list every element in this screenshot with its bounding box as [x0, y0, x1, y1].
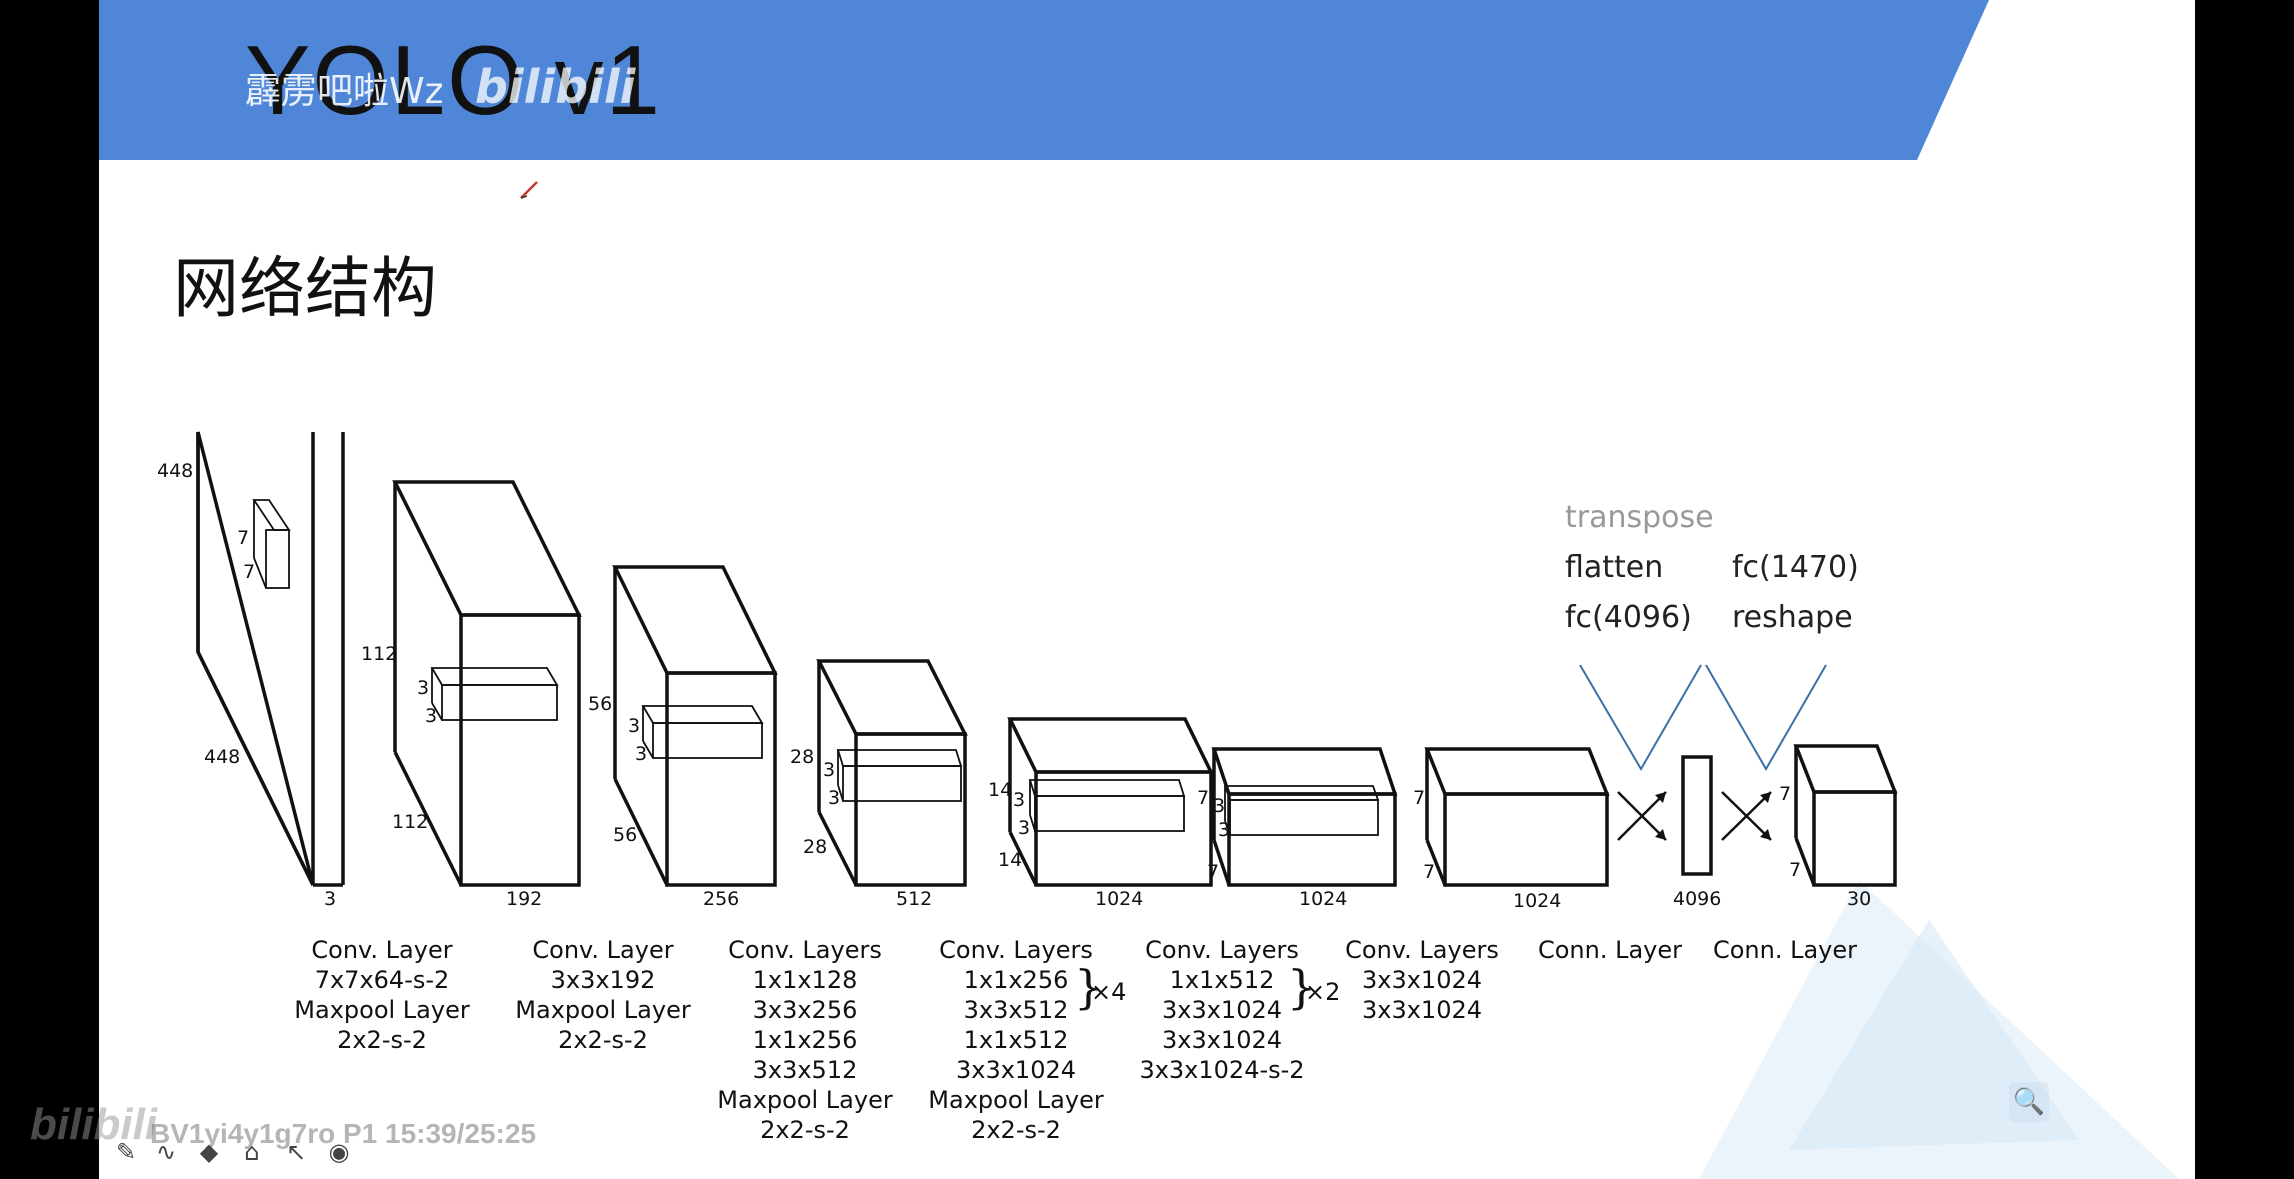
- kernel-3x3: [430, 667, 559, 721]
- volume-7-a: [1211, 747, 1398, 887]
- dim-label: 56: [588, 693, 612, 715]
- volume-56: [612, 565, 778, 887]
- dim-label: 14: [998, 849, 1022, 871]
- marker-icon[interactable]: ◆: [199, 1138, 219, 1166]
- dim-label: 3: [324, 888, 336, 910]
- caption-conn-1: Conn. Layer: [1537, 936, 1683, 964]
- dim-label: 448: [204, 746, 240, 768]
- dim-label: 3: [823, 759, 835, 781]
- kernel-3x3: [1028, 779, 1186, 832]
- slide-title: YOLO v1: [245, 25, 663, 135]
- volume-112: [392, 480, 582, 887]
- dimension-labels: 448 448 3 7 7 112 112 192 3 3 56 56 256 …: [157, 460, 1871, 912]
- kernel-3x3: [1223, 785, 1380, 836]
- slide: YOLO v1 霹雳吧啦Wz bilibili 网络结构: [99, 0, 2195, 1179]
- repeat-count: ×2: [1305, 978, 1341, 1006]
- dim-label: 28: [790, 746, 814, 768]
- fc1470-label: fc(1470): [1732, 550, 1859, 585]
- dim-label: 14: [988, 779, 1012, 801]
- fc-arrows-2: [1721, 791, 1772, 841]
- dim-label: 1024: [1095, 888, 1143, 910]
- input-volume: [196, 431, 345, 887]
- title-banner: [99, 0, 1989, 160]
- output-volume: [1793, 744, 1898, 887]
- dim-label: 7: [1413, 787, 1425, 809]
- watermark-name: 霹雳吧啦Wz: [245, 71, 444, 112]
- annotation-pointers: [1579, 664, 1827, 772]
- volume-14: [1007, 717, 1214, 887]
- record-icon[interactable]: ◉: [328, 1138, 350, 1166]
- dim-label: 4096: [1673, 888, 1721, 910]
- fc4096-label: fc(4096): [1565, 600, 1692, 635]
- pointer-icon[interactable]: ↖: [285, 1138, 307, 1166]
- dim-label: 7: [1207, 861, 1219, 883]
- dim-label: 3: [1213, 795, 1225, 817]
- dim-label: 3: [828, 787, 840, 809]
- dim-label: 56: [613, 824, 637, 846]
- dim-label: 7: [1423, 861, 1435, 883]
- dim-label: 112: [361, 643, 397, 665]
- dim-label: 30: [1847, 888, 1871, 910]
- pen-cursor-icon: [520, 181, 538, 199]
- kernel-7x7: [252, 499, 291, 589]
- kernel-3x3: [836, 749, 963, 802]
- dim-label: 3: [417, 677, 429, 699]
- repeat-count: ×4: [1091, 978, 1127, 1006]
- dim-label: 7: [1789, 859, 1801, 881]
- network-diagram: 448 448 3 7 7 112 112 192 3 3 56 56 256 …: [157, 431, 2179, 1179]
- arrowheads: [1655, 792, 1771, 840]
- fc-arrows-1: [1617, 791, 1667, 841]
- dim-label: 3: [635, 743, 647, 765]
- volume-7-b: [1424, 747, 1610, 887]
- dim-label: 3: [425, 705, 437, 727]
- dim-label: 192: [506, 888, 542, 910]
- dim-label: 7: [237, 527, 249, 549]
- dim-label: 256: [703, 888, 739, 910]
- transpose-label: transpose: [1565, 500, 1714, 535]
- uploader-watermark: 霹雳吧啦Wz bilibili: [245, 60, 635, 114]
- repeat-brace: }: [1287, 960, 1317, 1014]
- dim-label: 7: [243, 561, 255, 583]
- background-shape: [1789, 920, 2079, 1150]
- fc-vector-4096: [1681, 755, 1713, 876]
- repeat-brace: }: [1074, 960, 1104, 1014]
- dim-label: 3: [1018, 817, 1030, 839]
- dim-label: 3: [1218, 819, 1230, 841]
- reshape-label: reshape: [1732, 600, 1853, 635]
- dim-label: 112: [392, 811, 428, 833]
- dim-label: 1024: [1299, 888, 1347, 910]
- flatten-label: flatten: [1565, 550, 1664, 585]
- dim-label: 3: [628, 715, 640, 737]
- dim-label: 7: [1197, 787, 1209, 809]
- section-heading: 网络结构: [173, 250, 437, 327]
- curve-icon[interactable]: ∿: [155, 1138, 177, 1166]
- search-button[interactable]: 🔍: [2009, 1082, 2049, 1122]
- banner-shape: [99, 0, 1989, 160]
- eraser-icon[interactable]: ⌂: [244, 1138, 260, 1166]
- bilibili-logo: bilibili: [30, 1100, 158, 1149]
- dim-label: 28: [803, 836, 827, 858]
- watermark-logo: bilibili: [474, 60, 636, 114]
- dim-label: 512: [896, 888, 932, 910]
- kernel-3x3: [641, 705, 764, 759]
- dim-label: 7: [1779, 783, 1791, 805]
- video-id-timestamp: BV1yi4y1g7ro P1 15:39/25:25: [150, 1118, 537, 1149]
- dim-label: 448: [157, 460, 193, 482]
- pen-icon[interactable]: ✎: [115, 1138, 137, 1166]
- volume-28: [816, 659, 968, 887]
- dim-label: 3: [1013, 789, 1025, 811]
- caption-conn-2: Conn. Layer: [1712, 936, 1858, 964]
- dim-label: 1024: [1513, 890, 1561, 912]
